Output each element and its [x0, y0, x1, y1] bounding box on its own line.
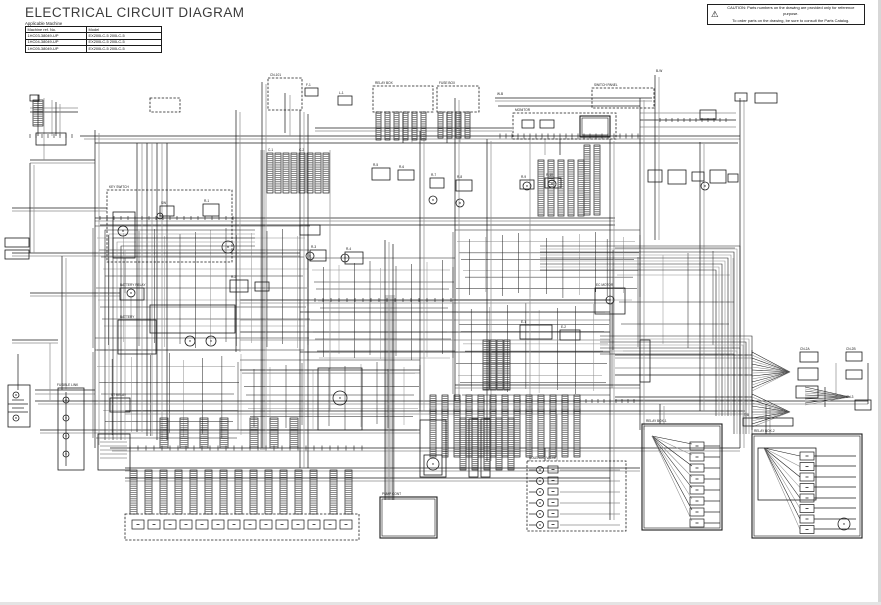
component-label: RELAY BOX [375, 81, 394, 85]
component-label: W-B [497, 92, 503, 96]
component-label: SOLENOID VALVE [529, 456, 556, 460]
component-label: L-1 [339, 91, 344, 95]
caution-box: ⚠ CAUTION: Parts numbers on the drawing … [707, 4, 865, 25]
component-label: C-2 [299, 148, 304, 152]
harness-bundles [260, 150, 395, 500]
component-label: R-7 [431, 173, 436, 177]
component-label: R-5 [373, 163, 378, 167]
component-label: R-4 [346, 247, 351, 251]
component-label: C-1 [268, 148, 273, 152]
component-boxes [4, 77, 872, 541]
component-label: B-W [656, 69, 662, 73]
component-label: F-1 [306, 83, 311, 87]
component-label: CN-2B [846, 347, 856, 351]
component-label: CN-101 [270, 73, 281, 77]
component-label: R-8 [457, 175, 462, 179]
scan-edge-right [878, 0, 881, 605]
page-title: ELECTRICAL CIRCUIT DIAGRAM [25, 5, 245, 20]
component-label: ST RELAY [111, 393, 127, 397]
machine-table: Machine ref. No. Model 1HC03-38049-UP EX… [25, 26, 162, 53]
component-label: KEY SWITCH [109, 185, 129, 189]
harness-fans [651, 351, 851, 530]
component-label: R-9 [521, 175, 526, 179]
component-label: R-3 [311, 245, 316, 249]
warning-triangle-icon: ⚠ [711, 9, 719, 20]
machine-table-header-row: Machine ref. No. Model [25, 26, 162, 33]
component-label: T/B [744, 413, 749, 417]
component-label: R-10 [546, 173, 553, 177]
component-label: R-6 [399, 165, 404, 169]
nested-wire-corners [104, 229, 753, 440]
connector-strips [32, 99, 601, 515]
caution-text: CAUTION: Parts numbers on the drawing ar… [721, 5, 861, 23]
machine-table-row: 1HC05-38049-UP EX200LC-5 200LC-5 [25, 45, 162, 53]
component-label: SW [161, 201, 166, 205]
component-label: R-2 [231, 275, 236, 279]
component-label: FUSIBLE LINK [57, 383, 79, 387]
component-label: EC MOTOR [596, 283, 614, 287]
component-label: CN-2A [800, 347, 810, 351]
component-label: MONITOR [515, 108, 531, 112]
component-circles [12, 179, 851, 531]
component-label: R-1 [204, 199, 209, 203]
component-label: RELAY BOX-1 [646, 419, 667, 423]
model-header: Model [86, 26, 162, 33]
relay-element-rows [131, 441, 815, 534]
component-label: E-2 [561, 325, 566, 329]
component-label: BATTERY RELAY [120, 283, 146, 287]
component-label: RELAY BOX-2 [754, 429, 775, 433]
component-label: FUSE BOX [439, 81, 456, 85]
caution-line-2: To order parts on the drawing, be sure t… [732, 17, 850, 23]
scan-edge-bottom [0, 602, 881, 605]
component-label: CN-3 [846, 395, 854, 399]
component-label: E-1 [521, 320, 526, 324]
bus-lines-vertical [17, 75, 869, 520]
applicable-machine-label: Applicable Machine [25, 21, 63, 26]
component-label: BATTERY [120, 315, 135, 319]
component-label: PUMP CONT [382, 492, 401, 496]
component-label: SWITCH PANEL [594, 83, 618, 87]
model-cell: EX200LC-5 200LC-5 [86, 45, 162, 53]
caution-line-1: CAUTION: Parts numbers on the drawing ar… [727, 5, 855, 17]
